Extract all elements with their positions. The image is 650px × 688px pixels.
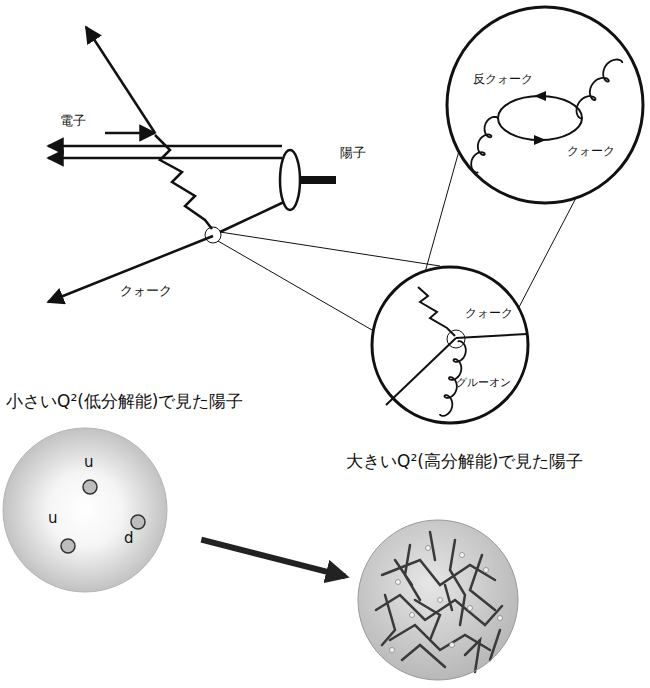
sea-quark xyxy=(390,648,395,653)
circle-outline xyxy=(2,427,168,593)
circle-border xyxy=(372,267,528,423)
proton-high-resolution: 大きいQ²(高分解能)で見た陽子 xyxy=(340,450,646,684)
circle-border xyxy=(3,428,167,592)
node-text: グルーオン xyxy=(456,377,511,390)
spectator-quark xyxy=(48,145,282,148)
arrow-line xyxy=(201,540,345,577)
spectator-quark xyxy=(48,157,282,160)
magnified-circle: クォークグルーオン xyxy=(370,265,530,425)
sea-quark xyxy=(484,568,489,573)
proton-low-resolution: 小さいQ²(低分解能)で見た陽子 u u d xyxy=(0,390,330,605)
diagram-label: クォーク xyxy=(120,284,172,299)
sea-quark xyxy=(410,613,415,618)
quark-dot xyxy=(61,539,75,553)
vertex-circle xyxy=(447,330,465,348)
node-text: クォーク xyxy=(567,145,615,159)
node-text: u xyxy=(84,454,94,471)
zoom-line xyxy=(218,241,372,330)
photon-zigzag xyxy=(155,135,212,229)
gluon-coil xyxy=(471,117,498,173)
heading-text: 大きいQ²(高分解能)で見た陽子 xyxy=(346,452,583,472)
sea-quark xyxy=(450,643,455,648)
circle-outline xyxy=(357,519,519,681)
sea-quark xyxy=(468,606,473,611)
circle-outline xyxy=(444,4,646,206)
circle-outline xyxy=(369,264,531,426)
quark-dot xyxy=(83,480,97,494)
proton-beam xyxy=(300,176,336,184)
gluon-coil xyxy=(577,60,623,119)
circle-border xyxy=(358,520,518,680)
sea-quark xyxy=(498,616,503,621)
transition-arrow xyxy=(201,540,345,577)
magnified-circle: 反クォーククォーク xyxy=(445,5,645,205)
node-text: 反クォーク xyxy=(473,73,533,87)
loop-arrow xyxy=(534,91,546,101)
quark-line xyxy=(456,334,527,338)
sea-quark xyxy=(426,546,431,551)
proton-ellipse xyxy=(280,150,300,210)
proton-sphere xyxy=(358,520,518,680)
node-text: u xyxy=(48,510,58,527)
struck-quark-out xyxy=(48,236,213,302)
struck-quark-in xyxy=(220,202,284,232)
zoom-line xyxy=(519,198,576,308)
sea-quark xyxy=(460,553,465,558)
sea-quark xyxy=(438,598,443,603)
loop-arrow xyxy=(534,135,546,145)
diagram-label: 電子 xyxy=(60,114,86,129)
gluon-network xyxy=(376,532,502,672)
zoom-spot xyxy=(205,227,221,243)
photon-zigzag xyxy=(418,287,455,336)
electron-in xyxy=(105,132,155,135)
diagram-label: 陽子 xyxy=(340,146,366,161)
quark-loop xyxy=(498,96,582,140)
proton-sphere xyxy=(3,428,167,592)
node-text: クォーク xyxy=(465,307,513,321)
quark-dot xyxy=(131,515,145,529)
sea-quarks xyxy=(390,546,503,653)
electron-out xyxy=(86,27,155,133)
node-text: d xyxy=(124,530,134,547)
circle-border xyxy=(447,7,643,203)
zoom-line xyxy=(425,152,458,271)
sea-quark xyxy=(396,580,401,585)
heading-text: 小さいQ²(低分解能)で見た陽子 xyxy=(6,392,243,412)
